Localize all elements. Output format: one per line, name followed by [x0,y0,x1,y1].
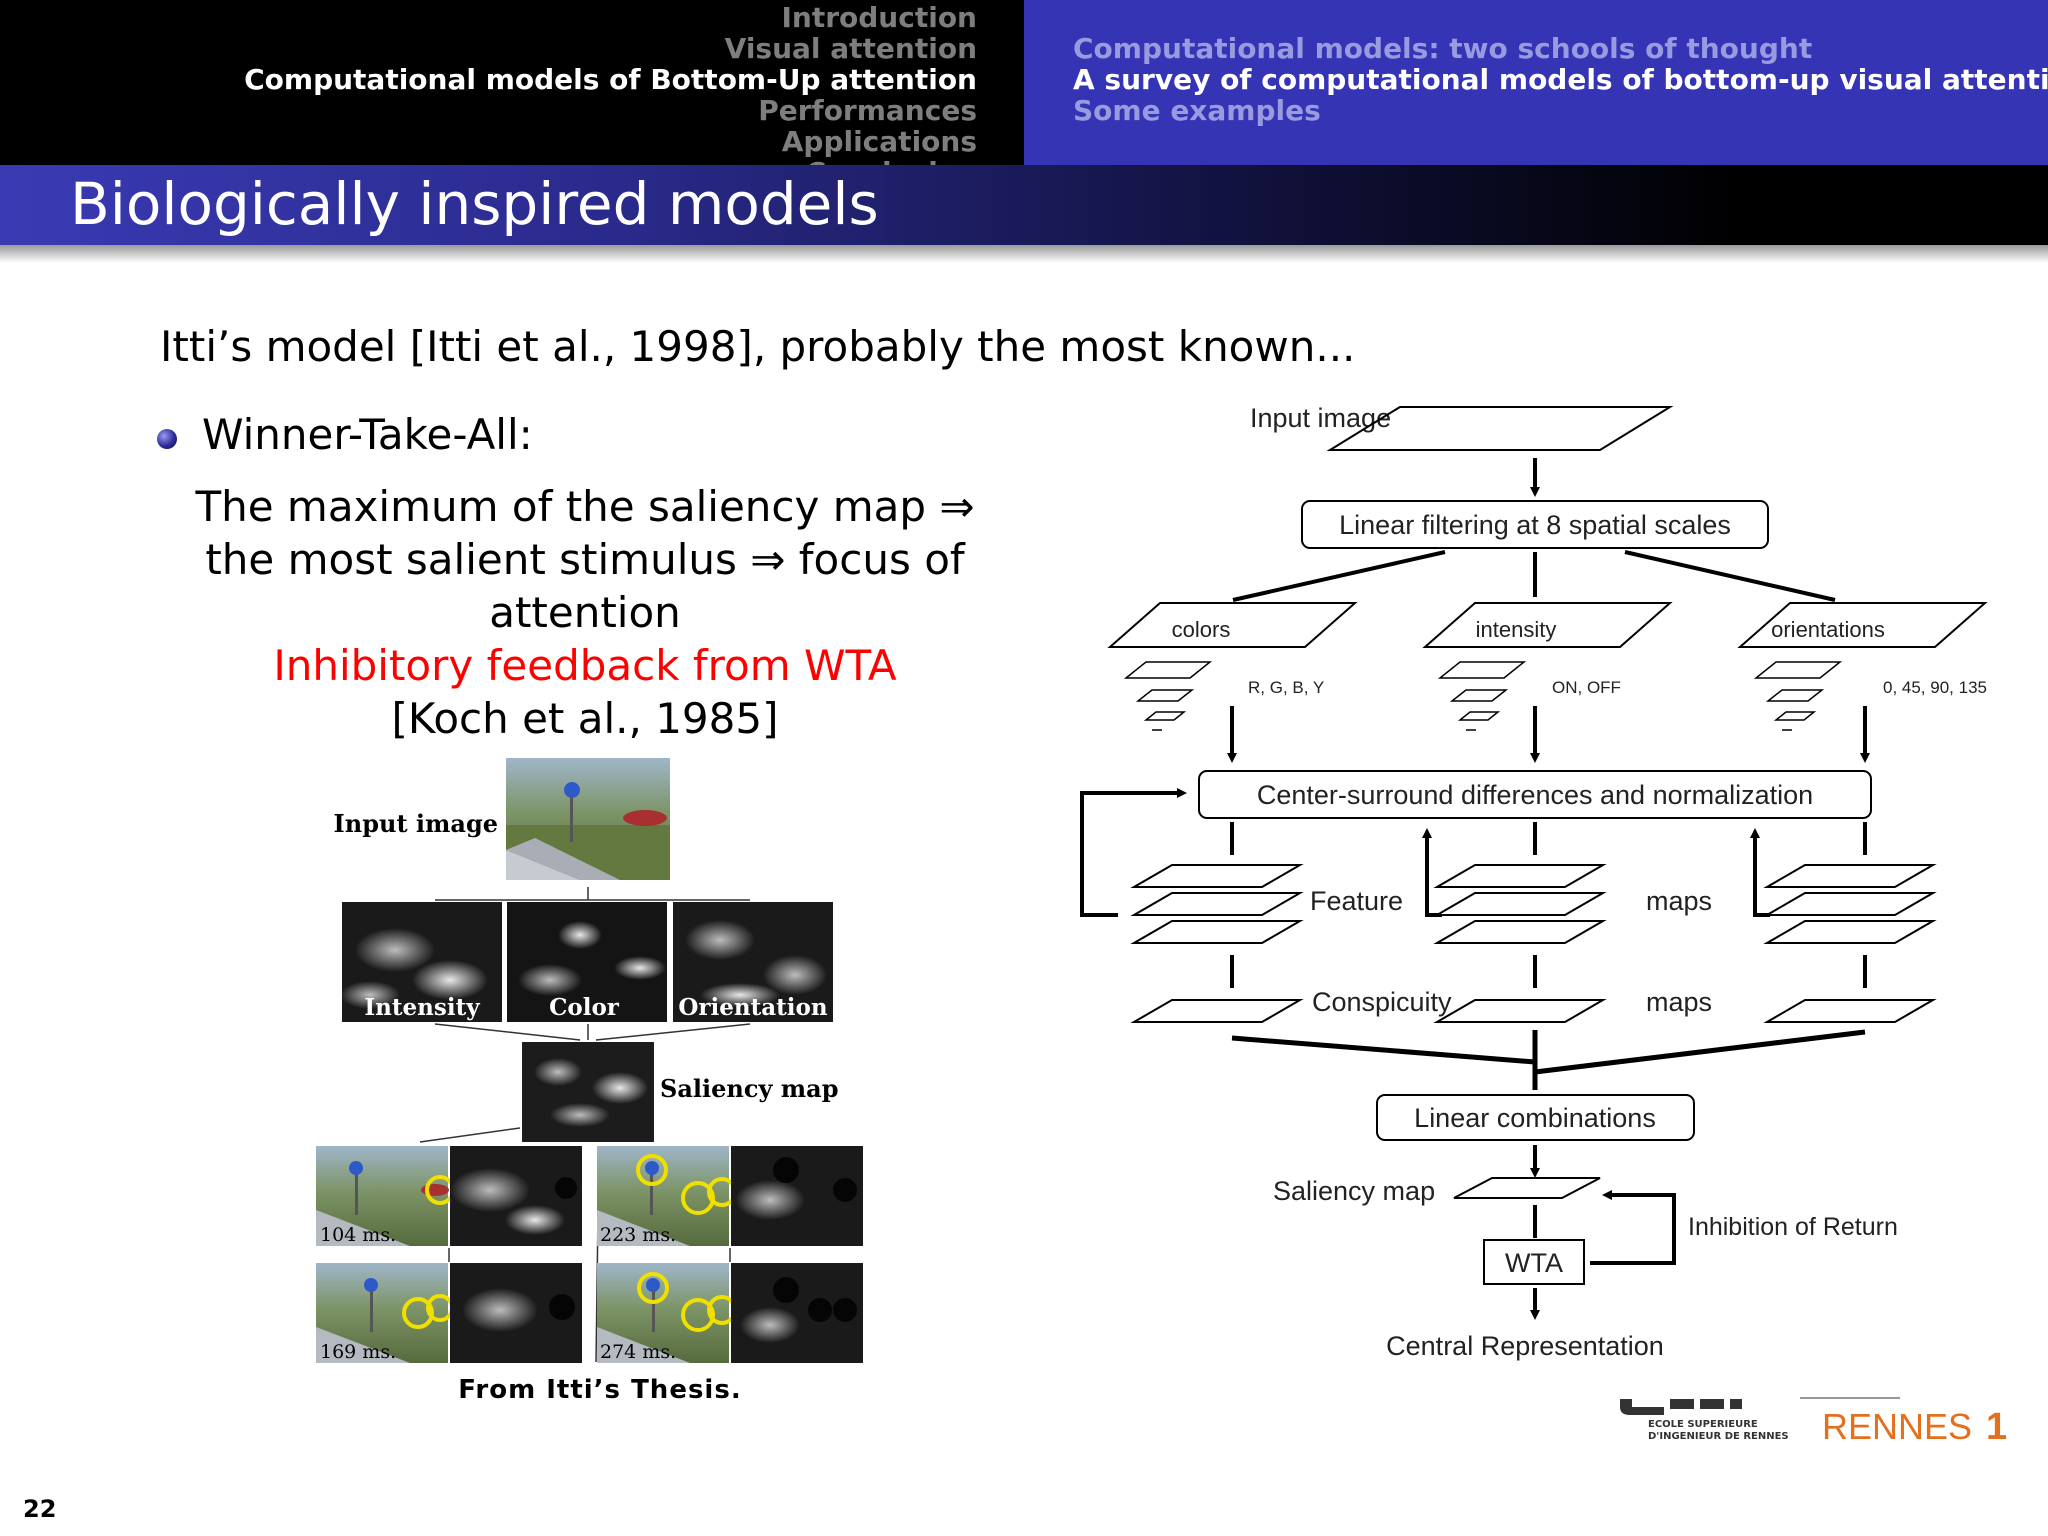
title-bar [0,165,2048,245]
section-navigation: Introduction Visual attention Computatio… [0,0,1024,165]
nav-section-applications[interactable]: Applications [781,125,977,158]
feature-label: Feature [1310,886,1403,916]
intro-text: Itti’s model [Itti et al., 1998], probab… [160,322,1356,371]
itti-model-diagram-svg: Input image Linear filtering at 8 spatia… [1080,403,1988,1361]
diagram-saliency-map-label: Saliency map [1273,1176,1435,1206]
linear-combinations-box [1376,1094,1695,1141]
intensity-channel [1422,602,1673,731]
center-to-feature-lines [1230,822,1867,855]
nav-section-visual-attention[interactable]: Visual attention [724,32,977,65]
conspicuity-map-planes [1130,999,1937,1023]
esir-logo-line1: ECOLE SUPERIEURE [1648,1419,1758,1430]
nav-subsection-two-schools[interactable]: Computational models: two schools of tho… [1073,32,1813,65]
itti-thesis-figure: Input image [300,750,900,1370]
center-surround-box [1198,770,1872,819]
bullet-label: Winner-Take-All: [202,410,533,459]
colors-channel-label: colors [1172,617,1231,642]
body-line-2: the most salient stimulus ⇒ focus of [205,535,965,584]
filtering-branch-lines [1232,550,1836,602]
subsection-navigation: Computational models: two schools of tho… [1024,0,2048,165]
linear-filtering-label: Linear filtering at 8 spatial scales [1339,510,1731,540]
colors-channel [1107,602,1358,731]
citation-text: [Koch et al., 1985] [391,694,779,743]
title-bar-shadow [0,245,2048,263]
frame-274ms [597,1263,863,1363]
intensity-channel-label: intensity [1476,617,1557,642]
linear-combinations-label: Linear combinations [1414,1103,1656,1133]
conspicuity-maps-label: maps [1646,987,1712,1017]
linear-filtering-box [1301,500,1769,549]
frame-223ms [597,1146,863,1246]
nav-section-computational-models[interactable]: Computational models of Bottom-Up attent… [244,63,977,96]
time-label-223: 223 ms. [600,1224,676,1246]
bullet-icon [157,429,177,449]
rennes1-logo: RENNES 1 [1800,1397,2007,1448]
intensity-map-label: Intensity [364,994,480,1021]
figure-caption: From Itti’s Thesis. [458,1375,742,1405]
inhibition-of-return-arrow [1590,1190,1676,1265]
saliency-map-label: Saliency map [660,1074,838,1103]
esir-logo: ECOLE SUPERIEURE D'INGENIEUR DE RENNES [1620,1399,1789,1442]
nav-section-performances[interactable]: Performances [758,94,977,127]
orientation-map [673,902,833,1022]
diagram-input-image-label: Input image [1250,403,1391,433]
body-line-1: The maximum of the saliency map ⇒ [195,482,975,531]
input-image-photo [506,758,670,880]
wta-box [1483,1239,1585,1285]
frame-169ms [316,1263,582,1363]
nav-section-introduction[interactable]: Introduction [781,1,977,34]
orientation-map-label: Orientation [678,994,827,1021]
feature-maps-label: maps [1646,886,1712,916]
conspicuity-label: Conspicuity [1312,987,1452,1017]
slide-title: Biologically inspired models [70,170,879,238]
rennes-logo-numeral: 1 [1986,1406,2007,1448]
input-image-label: Input image [334,809,498,838]
input-image-plane [1326,406,1674,451]
highlight-text: Inhibitory feedback from WTA [273,641,897,690]
esir-logo-line2: D'INGENIEUR DE RENNES [1648,1431,1789,1442]
orientations-channel-params: 0, 45, 90, 135 [1883,678,1987,697]
feature-map-stacks [1130,864,1937,944]
central-representation-label: Central Representation [1386,1331,1664,1361]
wta-label: WTA [1505,1248,1563,1278]
rennes-logo-text: RENNES [1822,1406,1972,1447]
intensity-channel-params: ON, OFF [1552,678,1621,697]
institution-logos: ECOLE SUPERIEURE D'INGENIEUR DE RENNES R… [1610,1385,2030,1455]
nav-section-conclusion[interactable]: Conclusion [806,157,977,165]
logos-svg: ECOLE SUPERIEURE D'INGENIEUR DE RENNES R… [1620,1397,2007,1448]
orientations-channel [1737,602,1988,731]
input-to-maps-arrows [435,887,750,901]
center-surround-label: Center-surround differences and normaliz… [1257,780,1813,810]
color-map [507,902,667,1022]
color-map-label: Color [549,994,620,1021]
time-label-104: 104 ms. [320,1224,396,1246]
orientations-channel-label: orientations [1771,617,1885,642]
itti-model-diagram: Input image Linear filtering at 8 spatia… [1080,390,2000,1380]
body-line-3: attention [489,588,681,637]
time-label-169: 169 ms. [320,1341,396,1363]
frame-104ms [316,1146,582,1246]
nav-subsection-some-examples[interactable]: Some examples [1073,94,1321,127]
itti-thesis-figure-svg: Input image [316,758,863,1363]
frame-sequence-arrows [448,1248,731,1262]
nav-subsection-survey[interactable]: A survey of computational models of bott… [1073,63,2048,96]
colors-channel-params: R, G, B, Y [1248,678,1324,697]
converge-lines [1231,1029,1866,1090]
page-number: 22 [23,1495,57,1523]
saliency-map-plane [1453,1177,1601,1199]
intensity-map [340,902,502,1022]
maps-to-saliency-arrows [434,1023,751,1041]
inhibition-of-return-label: Inhibition of Return [1688,1213,1898,1241]
feature-to-conspicuity-lines [1230,955,1867,988]
saliency-map-image [522,1042,654,1142]
time-label-274: 274 ms. [600,1341,676,1363]
